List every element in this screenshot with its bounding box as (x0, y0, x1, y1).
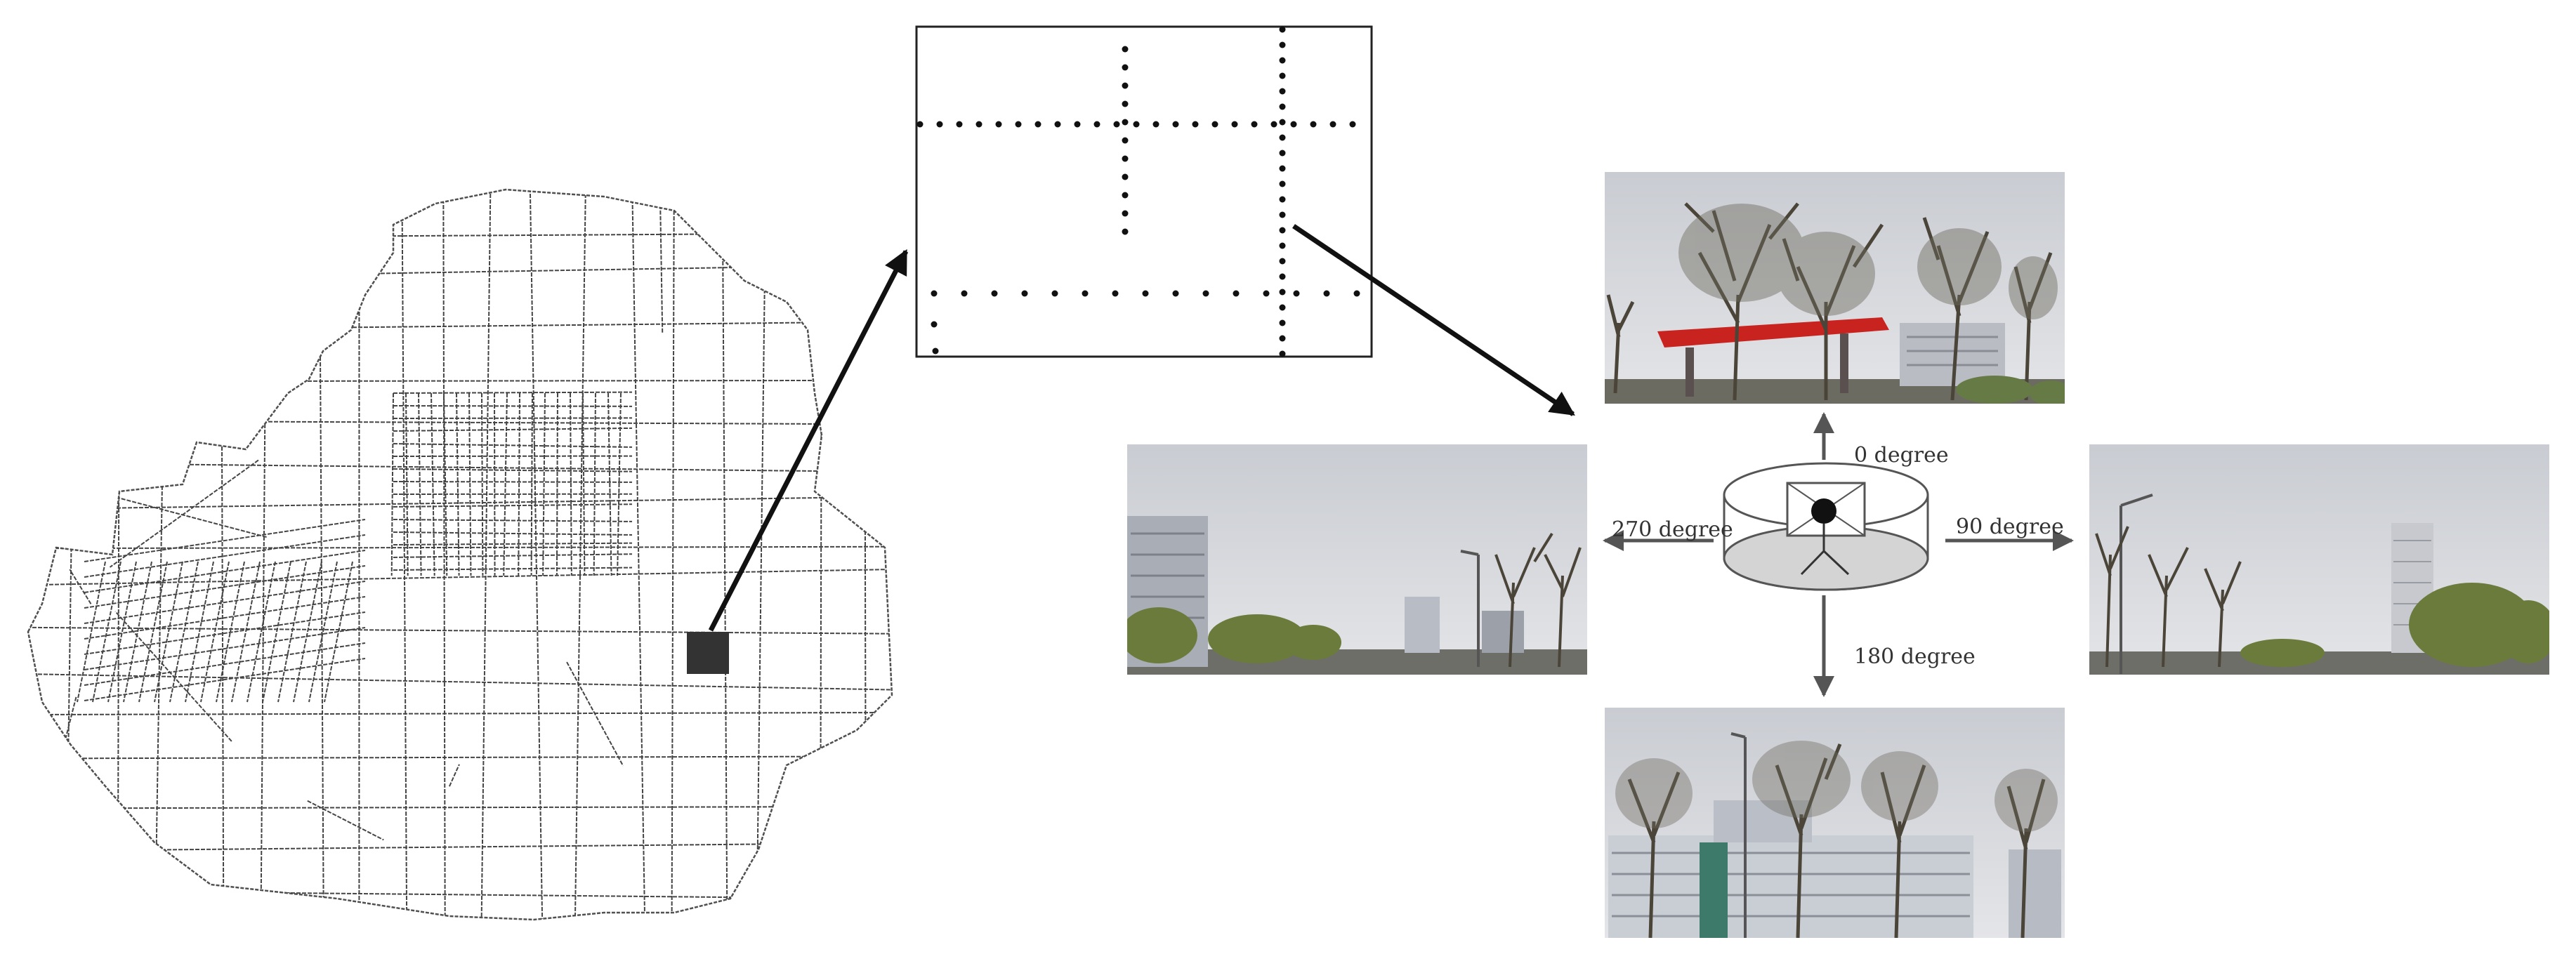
view-270-degree-photo (1127, 444, 1587, 675)
sample-point (1133, 121, 1140, 128)
sample-point (1054, 121, 1061, 128)
sample-point (1122, 155, 1129, 162)
sample-point (1279, 41, 1286, 48)
label-270-degree: 270 degree (1612, 517, 1733, 542)
sample-point (1329, 121, 1336, 128)
sample-point (1034, 121, 1041, 128)
sample-point (1279, 57, 1286, 64)
sample-point (975, 121, 983, 128)
sample-point (1172, 290, 1179, 297)
sample-point (1122, 137, 1129, 144)
sample-point (1112, 290, 1119, 297)
view-180-degree-photo (1605, 708, 2065, 938)
sample-point (1279, 26, 1286, 33)
sample-point (1093, 121, 1100, 128)
sample-point (1082, 290, 1089, 297)
sample-points-frame (915, 25, 1373, 358)
label-0-degree: 0 degree (1854, 443, 1949, 468)
hotel-building (1608, 800, 1973, 938)
sample-point (1231, 121, 1238, 128)
sample-point (1263, 290, 1270, 297)
sample-point (936, 121, 943, 128)
sample-point (1021, 290, 1028, 297)
sample-point (1279, 103, 1286, 110)
view-0-degree-photo (1605, 172, 2065, 404)
sample-point (1279, 350, 1286, 357)
sample-point (1279, 196, 1286, 203)
label-90-degree: 90 degree (1956, 515, 2064, 539)
sample-point (1122, 82, 1129, 89)
label-180-degree: 180 degree (1854, 644, 1976, 669)
sample-point (1122, 228, 1129, 235)
sample-point (1113, 121, 1120, 128)
sample-point (1122, 64, 1129, 71)
sample-point (1279, 227, 1286, 234)
sample-point (1152, 121, 1159, 128)
sample-point (1279, 134, 1286, 141)
sample-point (931, 321, 938, 328)
sample-point (1279, 119, 1286, 126)
sample-point (1122, 173, 1129, 180)
sample-point (1202, 290, 1209, 297)
sample-point (1122, 119, 1129, 126)
sample-point (1051, 290, 1058, 297)
sample-point (1122, 100, 1129, 107)
sample-point (995, 121, 1002, 128)
sample-point (1279, 88, 1286, 95)
sample-point (1279, 165, 1286, 172)
sample-point (1293, 290, 1300, 297)
sample-point (1279, 242, 1286, 249)
sample-point (1310, 121, 1317, 128)
sample-point (1233, 290, 1240, 297)
sample-point (1279, 304, 1286, 311)
sample-point (1323, 290, 1330, 297)
city-boundary (27, 188, 893, 921)
sample-point (1353, 290, 1360, 297)
sample-area-marker (687, 632, 729, 674)
sample-point (1122, 192, 1129, 199)
sample-point (1279, 335, 1286, 342)
sample-point (1142, 290, 1149, 297)
road-grid (28, 190, 892, 920)
sample-point (1279, 258, 1286, 265)
sample-point (1279, 319, 1286, 326)
sample-point (1251, 121, 1258, 128)
sample-point (1192, 121, 1199, 128)
sample-point (1122, 46, 1129, 53)
sample-point (1279, 273, 1286, 280)
sample-point (1279, 72, 1286, 79)
sample-point (1015, 121, 1022, 128)
sample-point (1122, 210, 1129, 217)
gas-station-canopy (1657, 317, 1889, 397)
sample-point (961, 290, 968, 297)
sample-point (1172, 121, 1179, 128)
view-90-degree-photo (2089, 444, 2549, 675)
sample-point (1349, 121, 1356, 128)
sample-points (916, 26, 1360, 357)
direction-arrows (1603, 412, 2074, 697)
sample-point (916, 121, 924, 128)
sample-point (1279, 289, 1286, 296)
observer-head (1811, 498, 1836, 524)
sample-point (1290, 121, 1297, 128)
zoom-arrow (708, 249, 909, 632)
sample-point (1279, 211, 1286, 218)
panoramic-camera-icon (1723, 462, 1929, 591)
sample-point (1211, 121, 1218, 128)
sample-point (1279, 180, 1286, 187)
sample-point (1270, 121, 1277, 128)
sample-point (991, 290, 998, 297)
road-network-map (27, 188, 893, 921)
sample-point (956, 121, 963, 128)
sample-point (931, 290, 938, 297)
sample-point (1279, 150, 1286, 157)
sample-point (932, 348, 939, 355)
point-arrow (1292, 224, 1575, 416)
sample-point (1074, 121, 1081, 128)
sample-points-panel (915, 25, 1373, 358)
